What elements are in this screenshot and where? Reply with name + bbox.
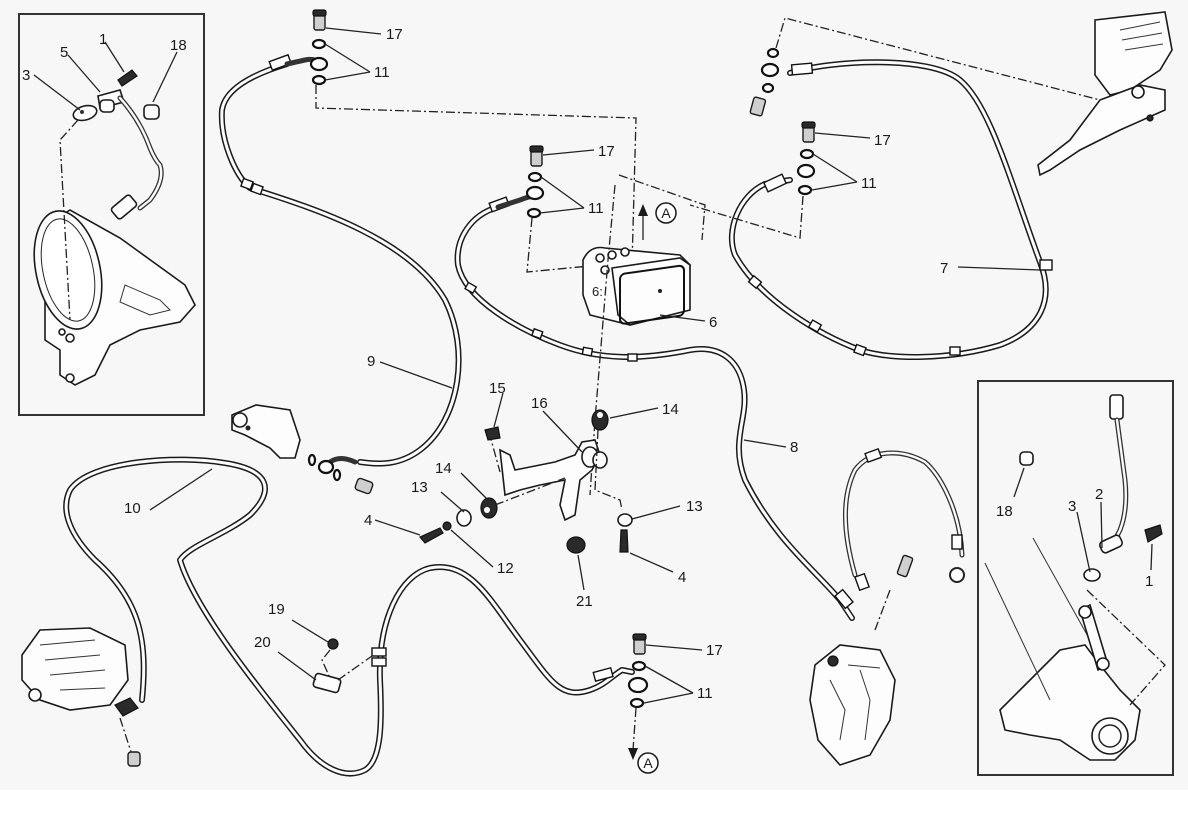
callout-11-abs: 11 bbox=[588, 200, 604, 217]
bottom-margin bbox=[0, 790, 1188, 825]
callout-11-bottom: 11 bbox=[697, 685, 713, 702]
washer-11-top bbox=[311, 38, 327, 50]
callout-2-right: 2 bbox=[1095, 486, 1103, 503]
reference-marker-a-bottom bbox=[637, 752, 659, 774]
caliper-banjo-bolt bbox=[127, 751, 141, 767]
reference-marker-a-top bbox=[655, 202, 677, 224]
callout-13-right: 13 bbox=[686, 498, 703, 515]
callout-9: 9 bbox=[367, 353, 375, 370]
washer-3-right bbox=[1083, 568, 1101, 582]
callout-14-left: 14 bbox=[435, 460, 452, 477]
inset-right-frame bbox=[977, 380, 1174, 776]
callout-20: 20 bbox=[254, 634, 271, 651]
hose-9: 17 11 9 bbox=[218, 9, 637, 467]
callout-1-right: 1 bbox=[1145, 573, 1153, 590]
callout-17-hose9: 17 bbox=[386, 26, 403, 43]
callout-21: 21 bbox=[576, 593, 593, 610]
washer-13-left bbox=[456, 509, 472, 527]
hose-clamp: 19 20 bbox=[254, 601, 373, 694]
callout-15: 15 bbox=[489, 380, 506, 397]
callout-17-bottom: 17 bbox=[706, 642, 723, 659]
washer-11-bottom bbox=[311, 74, 327, 86]
master-cylinder-body bbox=[231, 404, 301, 459]
callout-7: 7 bbox=[940, 260, 948, 277]
callout-3: 3 bbox=[22, 67, 30, 84]
callout-12: 12 bbox=[497, 560, 514, 577]
mounting-bracket-16 bbox=[499, 439, 601, 522]
sensor-connector-right bbox=[1109, 394, 1124, 420]
callout-5: 5 bbox=[60, 44, 68, 61]
callout-4-right: 4 bbox=[678, 569, 686, 586]
callout-14-top: 14 bbox=[662, 401, 679, 418]
callout-8: 8 bbox=[790, 439, 798, 456]
rear-master-cylinder bbox=[231, 404, 374, 495]
rear-caliper bbox=[21, 627, 141, 767]
callout-16: 16 bbox=[531, 395, 548, 412]
rubber-mount-21 bbox=[566, 536, 586, 554]
reference-label-a-top: A bbox=[661, 205, 671, 221]
callout-17-abs: 17 bbox=[598, 143, 615, 160]
bolt-1-icon bbox=[117, 69, 138, 87]
callout-17-hose7: 17 bbox=[874, 132, 891, 149]
front-master-cylinder bbox=[1037, 11, 1173, 177]
banjo-fitting bbox=[309, 56, 329, 72]
callout-3-right: 3 bbox=[1068, 498, 1076, 515]
bolt-1-right bbox=[1144, 524, 1163, 543]
reservoir-body bbox=[1094, 11, 1173, 96]
callout-11-hose9: 11 bbox=[374, 64, 390, 81]
callout-1: 1 bbox=[99, 31, 107, 48]
callout-11-hose7: 11 bbox=[861, 175, 877, 192]
svg-text:6:: 6: bbox=[592, 284, 603, 299]
callout-6: 6 bbox=[709, 314, 717, 331]
screw-19-icon bbox=[327, 638, 339, 650]
screw-4-right bbox=[619, 529, 629, 553]
clip-18-icon bbox=[143, 104, 160, 120]
banjo-group-bottom: 17 11 A bbox=[627, 633, 723, 774]
callout-13-left: 13 bbox=[411, 479, 428, 496]
abs-modulator-unit: 6: A 6 bbox=[582, 174, 717, 496]
sensor-connector bbox=[110, 194, 138, 220]
banjo-fitting-bottom bbox=[627, 676, 649, 694]
callout-18: 18 bbox=[170, 37, 187, 54]
reference-label-a-bottom: A bbox=[643, 755, 653, 771]
sensor-body-right bbox=[1099, 534, 1123, 554]
washer-12-icon bbox=[442, 521, 452, 531]
diagram-background bbox=[0, 0, 1188, 790]
hose-abs-upper: 17 11 8 bbox=[454, 143, 855, 621]
callout-4-left: 4 bbox=[364, 512, 372, 529]
screw-15-icon bbox=[484, 426, 501, 441]
callout-18-right: 18 bbox=[996, 503, 1013, 520]
bracket-hole bbox=[65, 373, 75, 383]
abs-unit-ecu bbox=[611, 257, 691, 326]
hose-10: 10 bbox=[63, 456, 635, 777]
axle-bore bbox=[1091, 717, 1129, 755]
inset-left-rear-sensor: 3 5 1 18 bbox=[18, 13, 205, 416]
brake-lever bbox=[1037, 84, 1166, 177]
front-caliper-group bbox=[809, 447, 965, 766]
screw-4-left bbox=[419, 527, 444, 544]
rubber-grommet-14-top bbox=[591, 409, 609, 431]
callout-10: 10 bbox=[124, 500, 141, 517]
sensor-body bbox=[99, 99, 115, 113]
front-caliper-body bbox=[809, 644, 896, 766]
inset-right-front-sensor: 18 3 2 1 bbox=[977, 380, 1174, 776]
washer-13-right bbox=[617, 513, 633, 527]
callout-19: 19 bbox=[268, 601, 285, 618]
bracket-cluster: 15 16 14 14 13 13 4 4 12 21 bbox=[364, 380, 703, 610]
hose-7: 17 11 7 bbox=[689, 17, 1101, 360]
inset-left-frame bbox=[18, 13, 205, 416]
clip-18-right bbox=[1019, 451, 1034, 466]
